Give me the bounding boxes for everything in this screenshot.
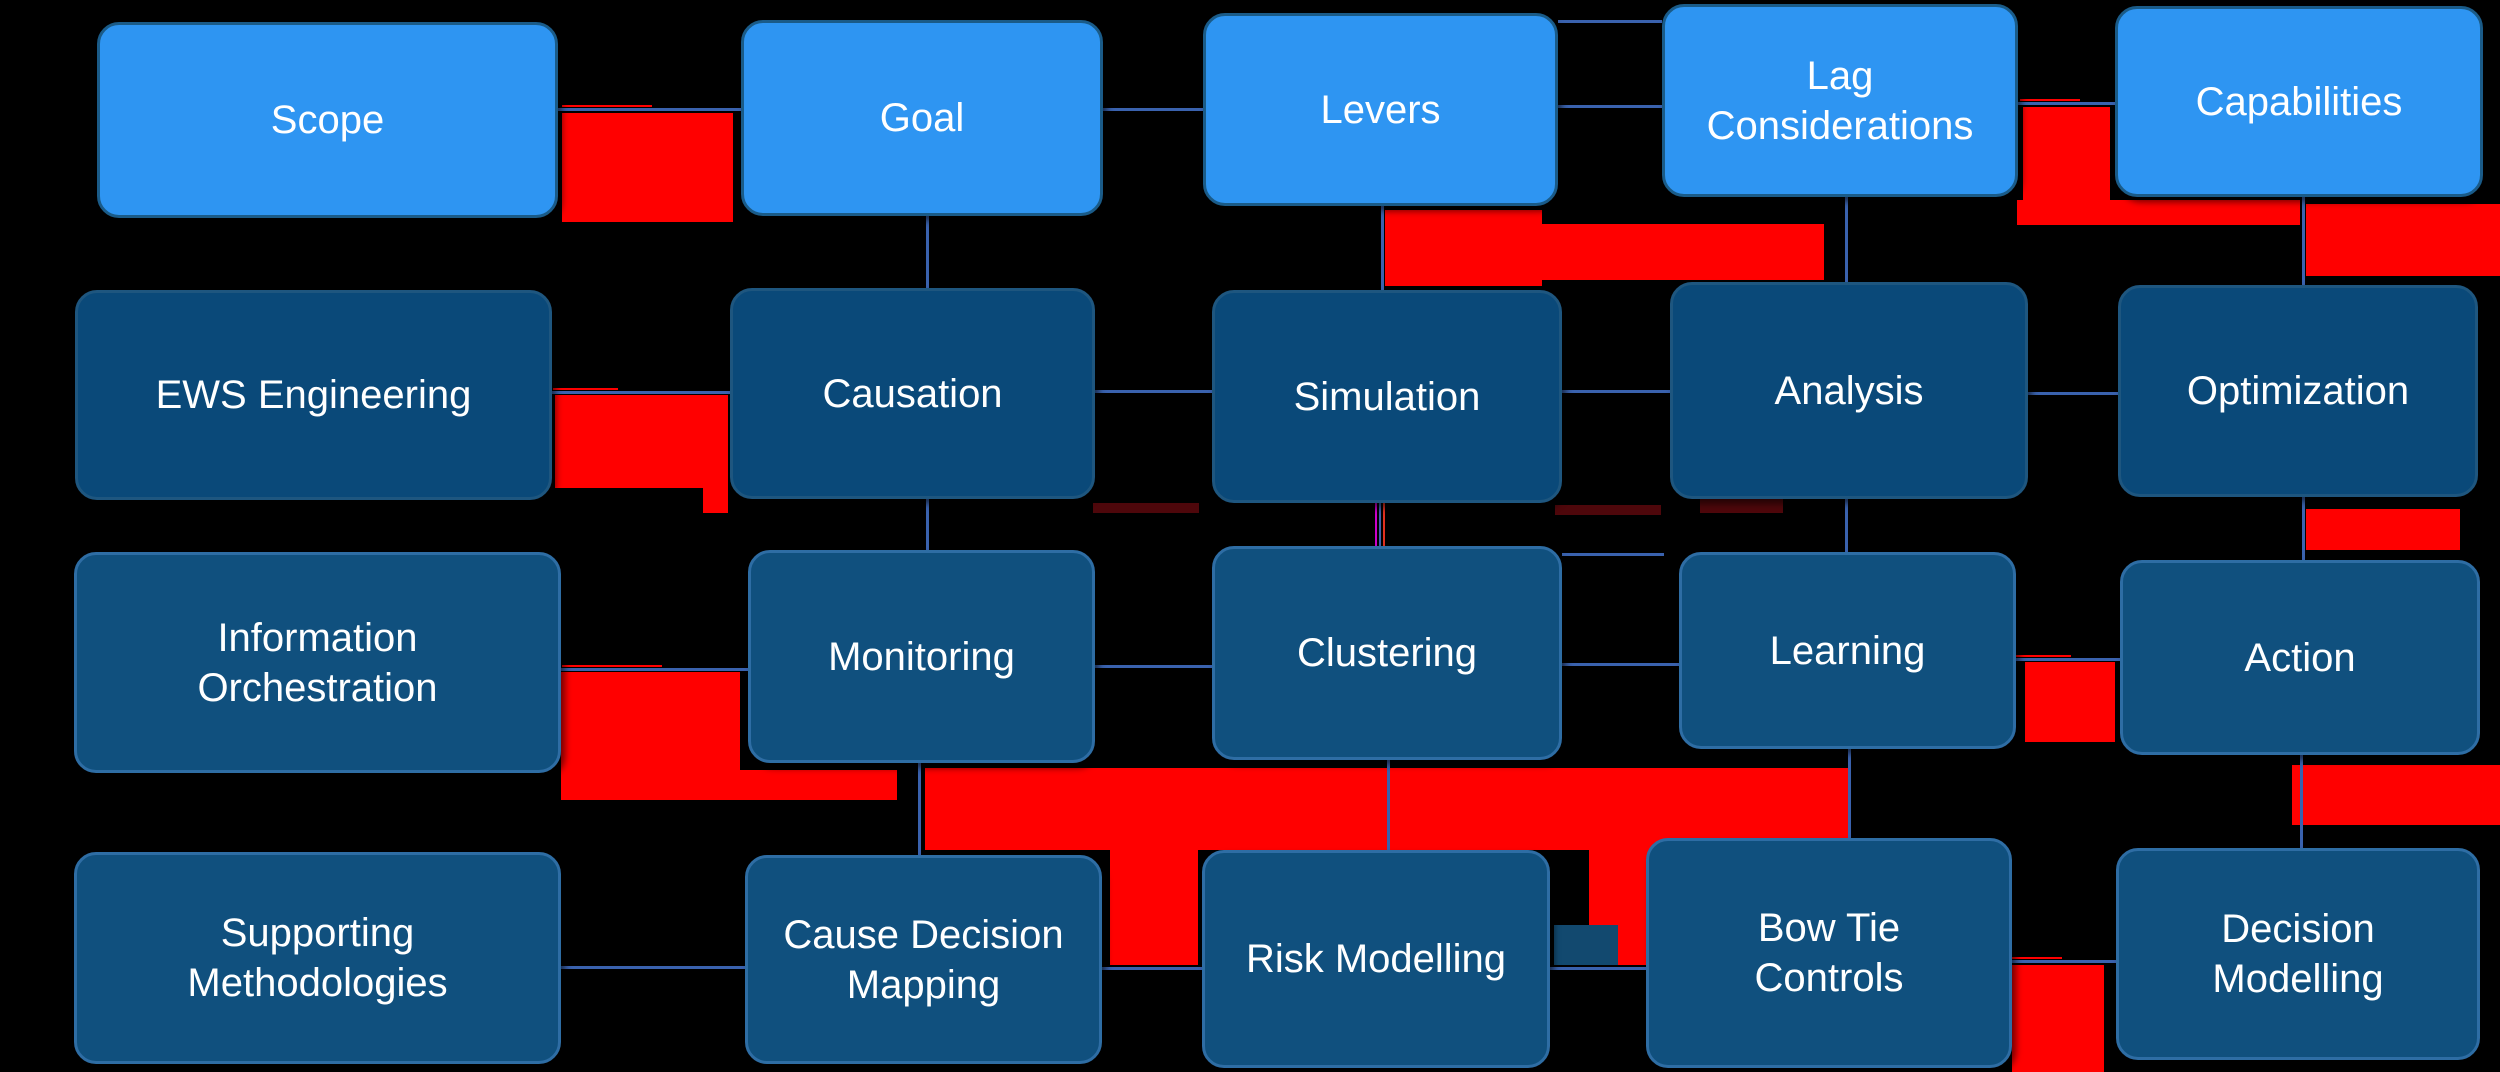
connector-line bbox=[552, 391, 730, 394]
node-label: Monitoring bbox=[828, 634, 1015, 679]
node-optimization: Optimization bbox=[2118, 285, 2478, 497]
node-label: Decision Modelling bbox=[2212, 907, 2384, 1001]
node-label: Cause Decision Mapping bbox=[783, 912, 1064, 1007]
highlight-rect bbox=[1385, 210, 1542, 286]
connector-line bbox=[1845, 197, 1848, 282]
node-capabilities: Capabilities bbox=[2115, 6, 2483, 197]
highlight-rect bbox=[2306, 204, 2500, 276]
node-simulation: Simulation bbox=[1212, 290, 1562, 503]
connector-line bbox=[561, 668, 748, 671]
node-cause-decision-mapping: Cause Decision Mapping bbox=[745, 855, 1102, 1064]
node-label: Clustering bbox=[1296, 631, 1478, 675]
maroon-strip bbox=[1555, 505, 1661, 515]
connector-line bbox=[1562, 390, 1670, 393]
highlight-rect bbox=[2025, 662, 2115, 742]
highlight-rect bbox=[2017, 200, 2300, 225]
highlight-rect bbox=[1110, 848, 1198, 965]
connector-line bbox=[926, 216, 929, 288]
node-risk-modelling: Risk Modelling bbox=[1202, 850, 1550, 1068]
connector-line bbox=[918, 763, 921, 855]
node-label: Scope bbox=[270, 98, 385, 142]
connector-line bbox=[1381, 206, 1384, 290]
connector-line bbox=[558, 108, 741, 111]
highlight-rect bbox=[2012, 965, 2104, 1072]
connector-line bbox=[1102, 967, 1202, 970]
connector-line bbox=[1550, 967, 1646, 970]
connector-line-red bbox=[562, 105, 652, 107]
node-ews-engineering: EWS Engineering bbox=[75, 290, 552, 500]
node-label: EWS Engineering bbox=[155, 373, 472, 417]
node-label: Learning bbox=[1769, 628, 1926, 673]
node-label: Information Orchestration bbox=[197, 615, 438, 710]
connector-line-magenta bbox=[1375, 503, 1377, 546]
connector-line-red bbox=[2016, 655, 2071, 657]
connector-line bbox=[1558, 105, 1662, 108]
node-label: Simulation bbox=[1293, 374, 1481, 419]
highlight-rect bbox=[703, 488, 728, 513]
node-label: Capabilities bbox=[2195, 79, 2403, 124]
node-label: Action bbox=[2244, 635, 2356, 680]
connector-line-red bbox=[562, 665, 662, 667]
connector-line bbox=[1095, 665, 1212, 668]
node-scope: Scope bbox=[97, 22, 558, 218]
connector-line-orange bbox=[1383, 503, 1385, 546]
highlight-rect bbox=[561, 770, 897, 800]
node-lag-considerations: Lag Considerations bbox=[1662, 4, 2018, 197]
connector-line bbox=[1845, 499, 1848, 552]
highlight-rect bbox=[925, 768, 1848, 850]
connector-line bbox=[561, 966, 745, 969]
node-label: Lag Considerations bbox=[1706, 53, 1974, 148]
connector-line bbox=[2300, 755, 2303, 848]
connector-line bbox=[1558, 20, 1662, 23]
connector-line bbox=[2302, 197, 2305, 285]
node-supporting-methodologies: Supporting Methodologies bbox=[74, 852, 561, 1064]
connector-line bbox=[1387, 760, 1390, 850]
connector-line bbox=[1848, 749, 1851, 838]
highlight-rect bbox=[562, 113, 733, 222]
node-label: Levers bbox=[1320, 87, 1441, 132]
node-clustering: Clustering bbox=[1212, 546, 1562, 760]
maroon-strip bbox=[1093, 503, 1199, 513]
node-bow-tie-controls: Bow Tie Controls bbox=[1646, 838, 2012, 1068]
connector-line bbox=[2012, 960, 2116, 963]
node-label: Optimization bbox=[2186, 369, 2410, 413]
connector-line bbox=[2018, 102, 2115, 105]
connector-line bbox=[2302, 497, 2305, 560]
node-causation: Causation bbox=[730, 288, 1095, 499]
patch-rect bbox=[1554, 925, 1618, 965]
connector-line bbox=[1095, 390, 1212, 393]
connector-line bbox=[1562, 553, 1664, 556]
connector-line-red bbox=[2012, 957, 2062, 959]
node-analysis: Analysis bbox=[1670, 282, 2028, 499]
connector-line-red bbox=[2020, 99, 2080, 101]
node-label: Goal bbox=[879, 96, 965, 140]
node-information-orchestration: Information Orchestration bbox=[74, 552, 561, 773]
node-action: Action bbox=[2120, 560, 2480, 755]
node-monitoring: Monitoring bbox=[748, 550, 1095, 763]
connector-line bbox=[2016, 658, 2120, 661]
node-label: Analysis bbox=[1774, 368, 1924, 413]
connector-line bbox=[1379, 503, 1381, 546]
highlight-rect bbox=[2306, 509, 2460, 550]
node-learning: Learning bbox=[1679, 552, 2016, 749]
connector-line-red bbox=[553, 388, 618, 390]
connector-line bbox=[1562, 663, 1679, 666]
highlight-rect bbox=[555, 395, 728, 488]
node-label: Bow Tie Controls bbox=[1754, 906, 1904, 1000]
highlight-rect bbox=[2023, 107, 2110, 207]
node-decision-modelling: Decision Modelling bbox=[2116, 848, 2480, 1060]
connector-line bbox=[2028, 392, 2118, 395]
maroon-strip bbox=[1700, 499, 1783, 513]
node-levers: Levers bbox=[1203, 13, 1558, 206]
node-label: Causation bbox=[822, 371, 1003, 416]
node-goal: Goal bbox=[741, 20, 1103, 216]
connector-line bbox=[926, 499, 929, 550]
connector-line bbox=[1103, 108, 1203, 111]
highlight-rect bbox=[1542, 224, 1824, 280]
node-label: Risk Modelling bbox=[1245, 937, 1507, 981]
node-label: Supporting Methodologies bbox=[187, 911, 448, 1005]
highlight-rect bbox=[2292, 765, 2500, 825]
highlight-rect bbox=[561, 672, 740, 773]
